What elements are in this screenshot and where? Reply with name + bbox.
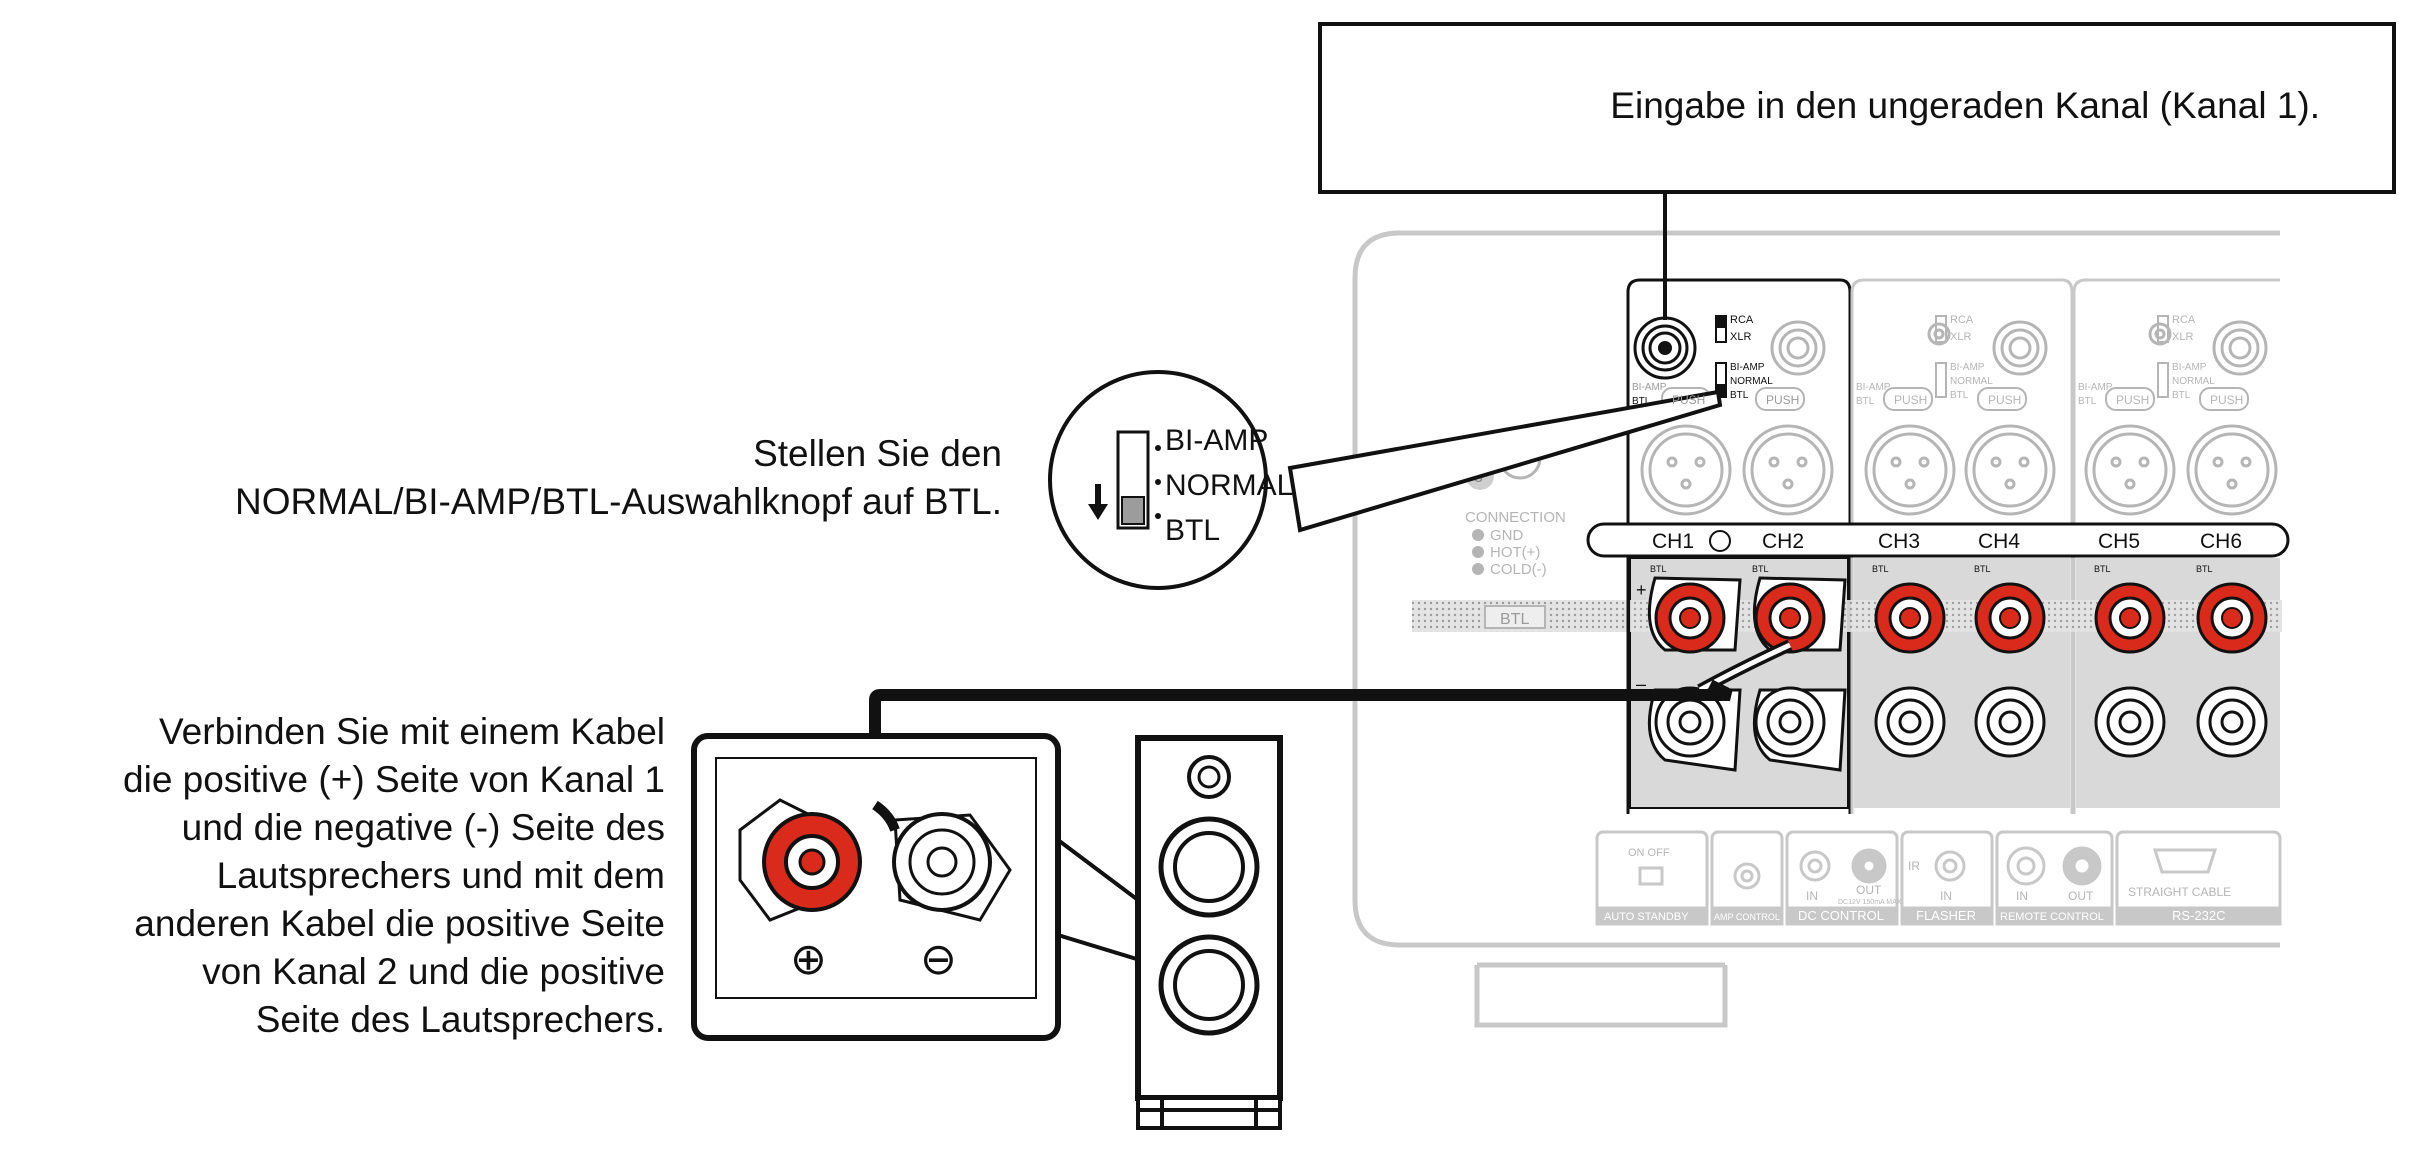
rca-label-3: RCA bbox=[2172, 314, 2196, 326]
flasher-label: FLASHER bbox=[1916, 908, 1976, 923]
top-callout-box bbox=[1318, 22, 2396, 194]
bottom-connector-row bbox=[1595, 830, 2282, 926]
mode-btl-3: BTL bbox=[2172, 390, 2191, 401]
rca-label-2: RCA bbox=[1950, 314, 1974, 326]
left-bi-amp-2: BI-AMP bbox=[1856, 382, 1891, 393]
left-label-bi-amp: BI-AMP bbox=[1632, 382, 1667, 393]
left-bi-amp-3: BI-AMP bbox=[2078, 382, 2113, 393]
speaker-plus-symbol: ⊕ bbox=[790, 935, 827, 984]
xlr-label-2: XLR bbox=[1950, 331, 1971, 343]
mode-normal-3: NORMAL bbox=[2172, 376, 2215, 387]
mode-switch-ch1 bbox=[1715, 362, 1727, 398]
terminal-plus-marker: + bbox=[1636, 580, 1647, 600]
btl-small-6: BTL bbox=[2196, 564, 2213, 574]
left-btl-3: BTL bbox=[2078, 396, 2097, 407]
flasher-ir-label: IR bbox=[1908, 859, 1920, 873]
rs232c-cable-label: STRAIGHT CABLE bbox=[2128, 885, 2231, 899]
push-label-6: PUSH bbox=[2210, 393, 2243, 407]
top-callout-text: Eingabe in den ungeraden Kanal (Kanal 1)… bbox=[1610, 85, 2320, 126]
mode-label-normal: NORMAL bbox=[1730, 376, 1773, 387]
speaker-terminals-negative bbox=[1647, 686, 2268, 772]
remote-control-label: REMOTE CONTROL bbox=[2000, 911, 2104, 923]
cable-callout-text: Verbinden Sie mit einem Kabel die positi… bbox=[10, 708, 665, 1044]
channel-label-ch6: CH6 bbox=[2200, 530, 2242, 553]
speaker-minus-symbol: ⊖ bbox=[920, 935, 957, 984]
selector-callout-line-2: NORMAL/BI-AMP/BTL-Auswahlknopf auf BTL. bbox=[235, 481, 1002, 522]
connection-pin-hot: HOT(+) bbox=[1490, 544, 1540, 561]
btl-bar-label: BTL bbox=[1500, 611, 1529, 628]
mode-normal-2: NORMAL bbox=[1950, 376, 1993, 387]
speaker-terminal-zoom bbox=[691, 733, 1143, 1041]
input-switch-ch1 bbox=[1715, 315, 1727, 343]
rca-label: RCA bbox=[1730, 314, 1754, 326]
push-label-2: PUSH bbox=[1766, 393, 1799, 407]
auto-standby-switch-label: ON OFF bbox=[1628, 847, 1670, 859]
cable-callout-line-3: und die negative (-) Seite des bbox=[181, 807, 665, 848]
speaker-terminals-positive bbox=[1647, 576, 2268, 654]
mode-bi-amp-2: BI-AMP bbox=[1950, 362, 1985, 373]
cable-callout-line-5: anderen Kabel die positive Seite bbox=[134, 903, 665, 944]
connection-pin-cold: COLD(-) bbox=[1490, 561, 1547, 578]
zoom-switch-circle bbox=[1048, 370, 1723, 590]
btl-small-5: BTL bbox=[2094, 564, 2111, 574]
speaker-cabinet bbox=[1135, 735, 1283, 1130]
left-label-btl: BTL bbox=[1632, 396, 1651, 407]
btl-small-4: BTL bbox=[1974, 564, 1991, 574]
ground-icon bbox=[1709, 530, 1731, 552]
channel-label-ch4: CH4 bbox=[1978, 530, 2020, 553]
cable-callout-line-6: von Kanal 2 und die positive bbox=[202, 951, 665, 992]
dc-out-label: OUT bbox=[1856, 883, 1882, 897]
cable-callout-line-1: Verbinden Sie mit einem Kabel bbox=[159, 711, 665, 752]
left-btl-2: BTL bbox=[1856, 396, 1875, 407]
connection-title: CONNECTION bbox=[1465, 509, 1566, 526]
push-label-5: PUSH bbox=[2116, 393, 2149, 407]
dc-in-label: IN bbox=[1806, 889, 1818, 903]
channel-label-ch2: CH2 bbox=[1762, 530, 1804, 553]
zoom-label-normal: NORMAL bbox=[1165, 469, 1293, 502]
zoom-label-bi-amp: BI-AMP bbox=[1165, 424, 1268, 457]
connection-pin-gnd: GND bbox=[1490, 527, 1524, 544]
channel-label-ch5: CH5 bbox=[2098, 530, 2140, 553]
channel-label-ch1: CH1 bbox=[1652, 530, 1694, 553]
zoom-label-btl: BTL bbox=[1165, 514, 1220, 547]
btl-small-3: BTL bbox=[1872, 564, 1889, 574]
btl-small-1: BTL bbox=[1650, 564, 1667, 574]
mode-bi-amp-3: BI-AMP bbox=[2172, 362, 2207, 373]
speaker-cable bbox=[869, 679, 1733, 805]
rs232c-label: RS-232C bbox=[2172, 908, 2225, 923]
channel-label-ch3: CH3 bbox=[1878, 530, 1920, 553]
cable-callout-line-4: Lautsprechers und mit dem bbox=[216, 855, 665, 896]
remote-in-label: IN bbox=[2016, 889, 2028, 903]
mode-label-bi-amp: BI-AMP bbox=[1730, 362, 1765, 373]
xlr-connectors bbox=[1640, 424, 2278, 516]
push-label-4: PUSH bbox=[1988, 393, 2021, 407]
dc-control-label: DC CONTROL bbox=[1798, 908, 1884, 923]
selector-callout-text: Stellen Sie den NORMAL/BI-AMP/BTL-Auswah… bbox=[40, 430, 1002, 526]
btl-small-2: BTL bbox=[1752, 564, 1769, 574]
selector-callout-line-1: Stellen Sie den bbox=[753, 433, 1002, 474]
rca-input-ch1 bbox=[1633, 316, 1697, 380]
cable-callout-line-2: die positive (+) Seite von Kanal 1 bbox=[123, 759, 665, 800]
terminal-minus-marker: – bbox=[1636, 674, 1646, 694]
remote-out-label: OUT bbox=[2068, 889, 2094, 903]
xlr-label: XLR bbox=[1730, 331, 1751, 343]
channel-label-bar bbox=[1586, 522, 2290, 558]
amp-control-label: AMP CONTROL bbox=[1714, 912, 1780, 922]
xlr-label-3: XLR bbox=[2172, 331, 2193, 343]
push-label-3: PUSH bbox=[1894, 393, 1927, 407]
mode-label-btl: BTL bbox=[1730, 390, 1749, 401]
mode-btl-2: BTL bbox=[1950, 390, 1969, 401]
dc-rating-label: DC12V 150mA MAX. bbox=[1838, 899, 1903, 906]
cable-callout-line-7: Seite des Lautsprechers. bbox=[255, 999, 665, 1040]
auto-standby-label: AUTO STANDBY bbox=[1604, 911, 1689, 923]
flasher-in-label: IN bbox=[1940, 889, 1952, 903]
push-label-1: PUSH bbox=[1672, 393, 1705, 407]
